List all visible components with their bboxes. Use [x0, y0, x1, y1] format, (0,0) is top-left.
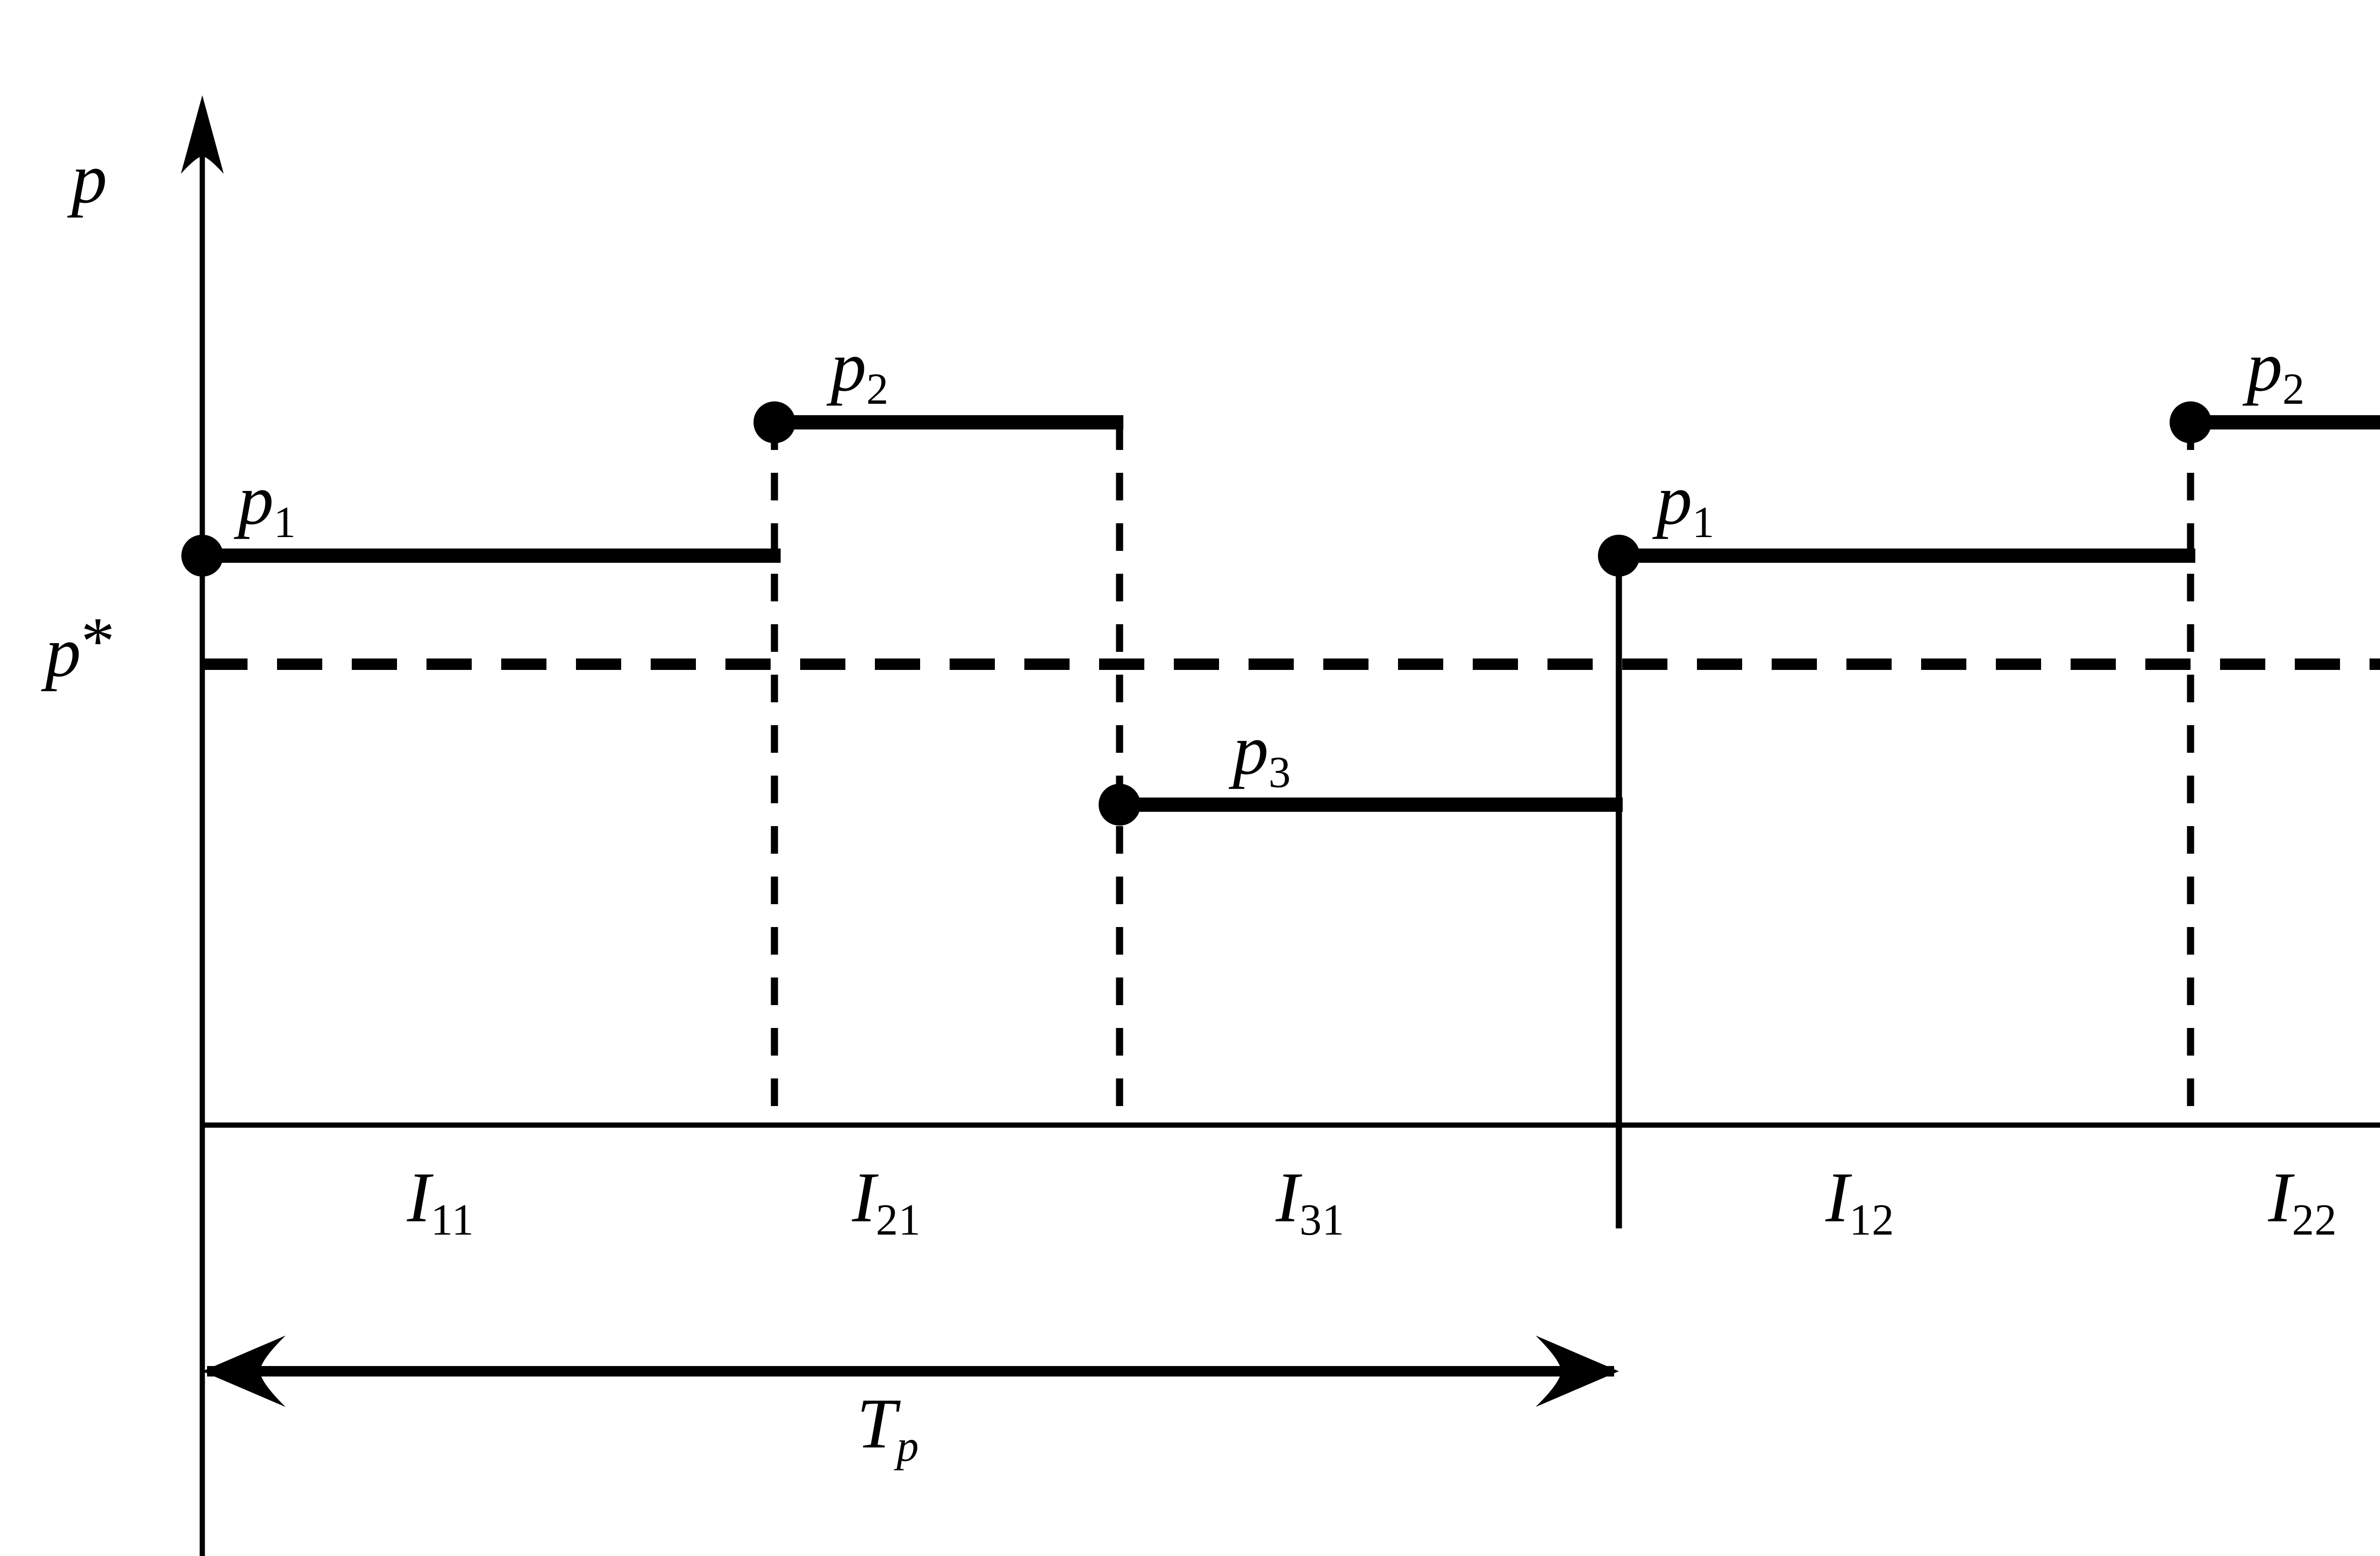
y-axis-label-text: p [71, 139, 107, 218]
power-step-segments [202, 415, 2380, 812]
level-label-base: p [1233, 710, 1269, 789]
interval-label-I31: I31 [1276, 1162, 1345, 1242]
interval-label-subscript: 11 [430, 1195, 475, 1245]
level-label-p3-period1: p3 [1233, 714, 1291, 795]
interval-label-I22: I22 [2268, 1162, 2337, 1242]
y-axis-label: p [71, 143, 107, 214]
period-span-arrow-left-head [202, 1336, 286, 1407]
axis-group [181, 95, 2380, 1556]
dot-p2-period2 [2170, 401, 2211, 443]
interval-label-I11: I11 [407, 1162, 474, 1242]
level-label-subscript: 2 [2282, 364, 2305, 414]
dot-p3-period1 [1099, 784, 1140, 826]
segment-start-dots [181, 401, 2211, 826]
interval-label-I12: I12 [1825, 1162, 1894, 1242]
period-span-arrow [202, 1336, 1619, 1407]
level-label-p1-period2: p1 [1656, 464, 1715, 545]
level-label-base: p [238, 460, 274, 539]
level-label-subscript: 1 [274, 498, 297, 547]
dot-p1-period1 [181, 535, 223, 577]
interval-label-base: I [1276, 1158, 1299, 1237]
period-label-base: T [857, 1384, 897, 1463]
level-label-subscript: 2 [866, 364, 889, 414]
threshold-label-base: p [45, 612, 81, 692]
level-label-subscript: 1 [1692, 498, 1715, 547]
dot-p2-period1 [754, 401, 795, 443]
level-label-base: p [2247, 327, 2282, 406]
interval-label-subscript: 22 [2291, 1195, 2337, 1245]
level-label-base: p [831, 327, 866, 406]
interval-label-I21: I21 [852, 1162, 921, 1242]
level-label-p2-period1: p2 [831, 331, 889, 411]
interval-label-base: I [407, 1158, 431, 1237]
interval-label-base: I [1825, 1158, 1849, 1237]
period-label-Tp: Tp [857, 1388, 919, 1468]
period-label-subscript: p [896, 1421, 919, 1471]
dot-p1-period2 [1598, 535, 1640, 577]
y-axis-arrowhead [181, 95, 224, 174]
interval-label-base: I [2268, 1158, 2292, 1237]
level-label-subscript: 3 [1269, 748, 1291, 797]
threshold-label-star: * [81, 603, 115, 678]
level-label-base: p [1656, 460, 1692, 539]
level-label-p2-period2: p2 [2247, 331, 2305, 411]
interval-label-subscript: 12 [1849, 1195, 1894, 1245]
period-span-arrow-right-head [1536, 1336, 1619, 1407]
threshold-label: p* [45, 607, 115, 688]
interval-label-subscript: 21 [875, 1195, 921, 1245]
interval-label-subscript: 31 [1299, 1195, 1345, 1245]
interval-label-base: I [852, 1158, 876, 1237]
dashed-verticals-group [771, 422, 2194, 1125]
level-label-p1-period1: p1 [238, 464, 296, 545]
